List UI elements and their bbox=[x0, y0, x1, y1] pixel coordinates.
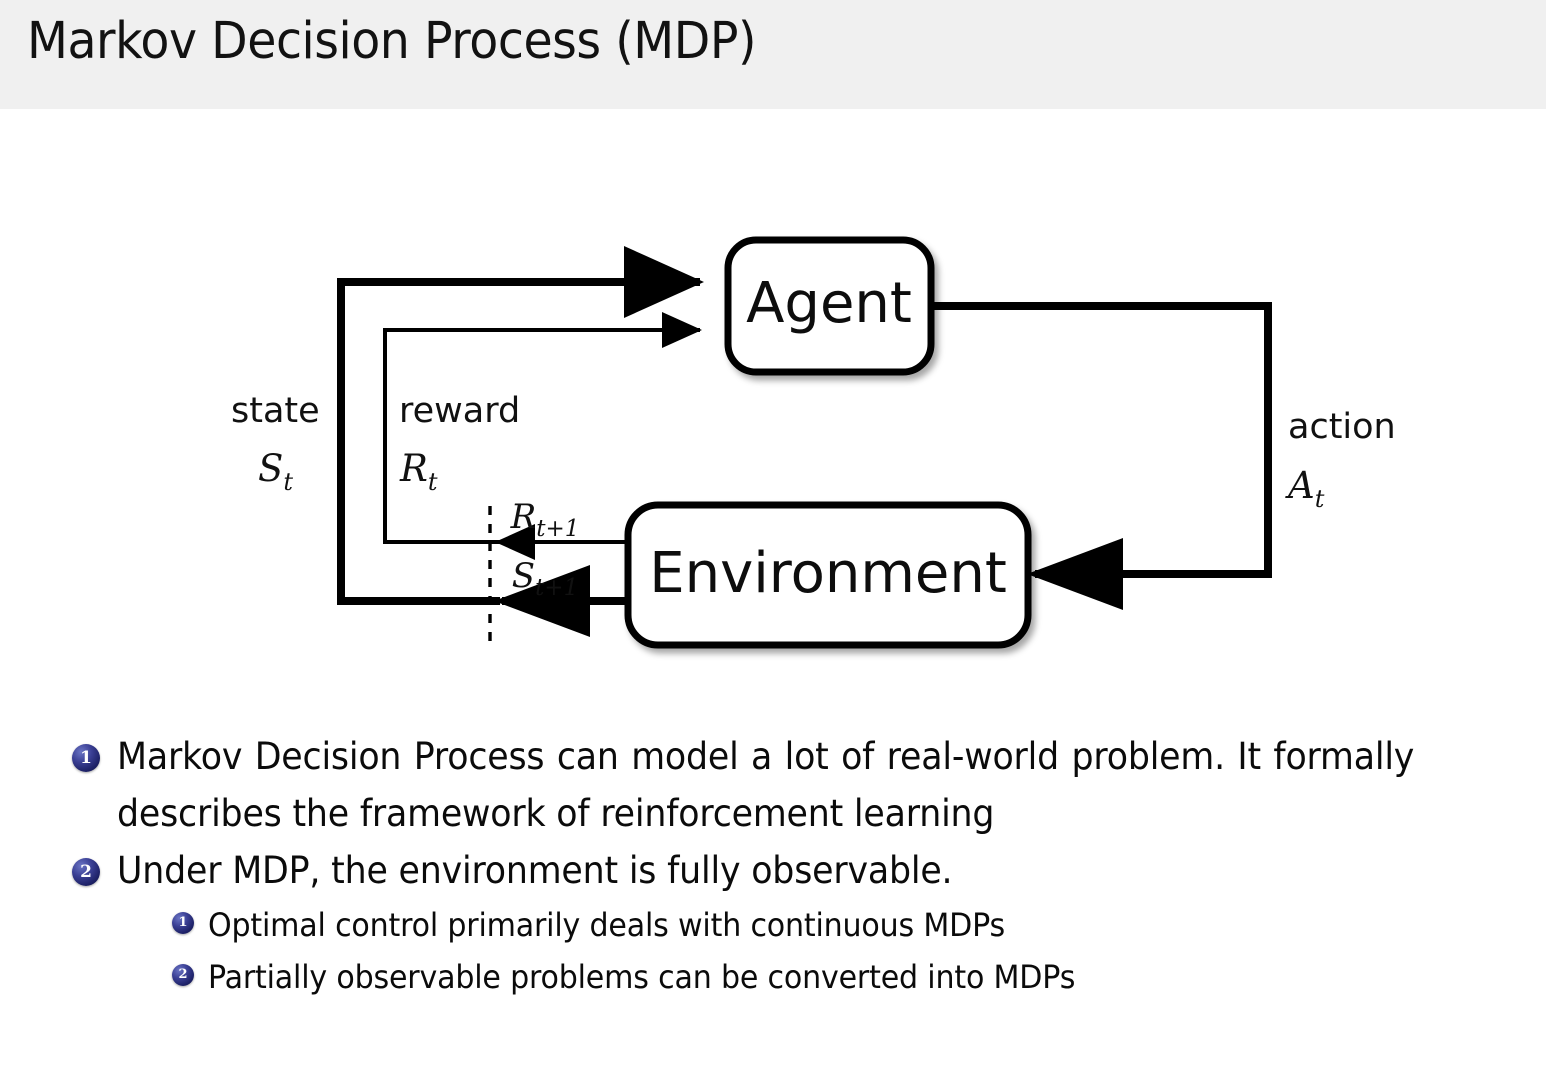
label-reward: reward Rt bbox=[399, 391, 520, 496]
agent-label: Agent bbox=[746, 271, 912, 336]
environment-label: Environment bbox=[649, 541, 1007, 606]
state-symbol-subscript: t bbox=[283, 468, 293, 496]
node-agent: Agent bbox=[724, 236, 935, 376]
node-environment: Environment bbox=[624, 501, 1032, 649]
agent-box bbox=[724, 236, 935, 376]
state-next-subscript: t+1 bbox=[535, 575, 578, 601]
reward-symbol-subscript: t bbox=[428, 468, 438, 496]
action-word: action bbox=[1288, 407, 1396, 447]
bullet-text-1: Markov Decision Process can model a lot … bbox=[117, 735, 1415, 835]
bullet-badge-2: 2 bbox=[72, 858, 100, 886]
reward-word: reward bbox=[399, 391, 520, 431]
list-item[interactable]: 2 Under MDP, the environment is fully ob… bbox=[0, 842, 1546, 899]
slide-header-bar: Markov Decision Process (MDP) bbox=[0, 0, 1546, 109]
label-state: state St bbox=[231, 391, 320, 496]
reward-next-subscript: t+1 bbox=[536, 516, 579, 542]
reward-symbol: Rt bbox=[399, 447, 438, 496]
bullet-list: 1 Markov Decision Process can model a lo… bbox=[0, 728, 1546, 1003]
mdp-agent-environment-diagram: Agent Environment state St reward Rt act… bbox=[0, 150, 1546, 690]
label-state-next: St+1 bbox=[512, 556, 578, 601]
list-item[interactable]: 1 Markov Decision Process can model a lo… bbox=[0, 728, 1546, 842]
label-action: action At bbox=[1285, 407, 1396, 513]
bullet-badge-1: 1 bbox=[72, 744, 100, 772]
edge-reward-loop bbox=[383, 312, 702, 544]
edge-state-loop bbox=[337, 246, 704, 605]
sub-bullet-badge-2: 2 bbox=[172, 964, 194, 986]
state-word: state bbox=[231, 391, 320, 431]
page-title: Markov Decision Process (MDP) bbox=[27, 12, 757, 71]
environment-box bbox=[624, 501, 1032, 649]
list-item[interactable]: 2 Partially observable problems can be c… bbox=[0, 951, 1546, 1003]
action-symbol: At bbox=[1285, 464, 1325, 513]
bullet-text-2: Under MDP, the environment is fully obse… bbox=[117, 849, 953, 892]
list-item[interactable]: 1 Optimal control primarily deals with c… bbox=[0, 899, 1546, 951]
edge-action-loop bbox=[930, 302, 1272, 610]
sub-bullet-badge-1: 1 bbox=[172, 912, 194, 934]
label-reward-next: Rt+1 bbox=[510, 497, 580, 542]
sub-bullet-text-2: Partially observable problems can be con… bbox=[208, 958, 1076, 996]
action-symbol-subscript: t bbox=[1315, 485, 1325, 513]
state-symbol: St bbox=[258, 447, 293, 496]
sub-bullet-text-1: Optimal control primarily deals with con… bbox=[208, 906, 1006, 944]
